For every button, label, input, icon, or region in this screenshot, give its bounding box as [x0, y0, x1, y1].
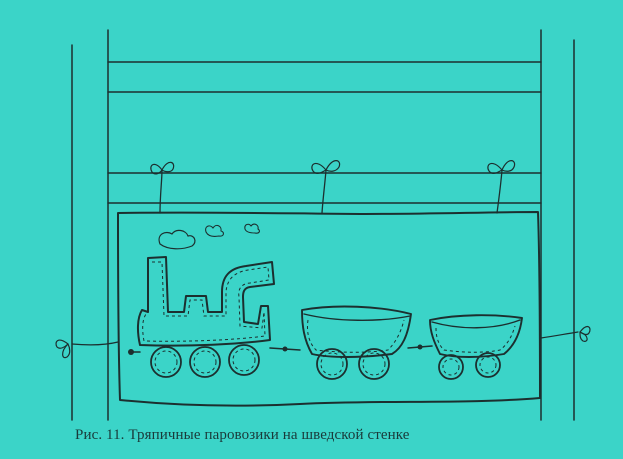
cloud-small-2 [244, 223, 260, 234]
locomotive-wheel-2 [189, 346, 221, 378]
wagon-2-body [429, 314, 523, 358]
bow-top-left [150, 161, 175, 214]
wagon-2-wheel-2 [475, 352, 501, 378]
bow-top-middle [311, 160, 341, 214]
fabric-panel [117, 211, 541, 407]
locomotive-body [136, 256, 275, 347]
wagon-1-rim [303, 313, 411, 321]
locomotive-wheel-3 [228, 344, 260, 376]
coupling-1-knob [282, 346, 288, 352]
wagon-2 [429, 314, 523, 380]
locomotive [128, 256, 275, 378]
clouds [158, 223, 260, 250]
wagon-2-rim [431, 319, 521, 329]
side-string-left [71, 341, 119, 346]
buffer-knob [128, 349, 134, 355]
figure-caption: Рис. 11. Тряпичные паровозики на шведско… [75, 427, 410, 443]
coupling-2-knob [417, 344, 423, 350]
wagon-1-wheel-1 [316, 348, 348, 380]
bow-side-left [55, 339, 71, 359]
bow-side-right [579, 326, 591, 342]
wagon-1-body [301, 305, 412, 358]
wagon-1-wheel-2 [358, 348, 390, 380]
wall-bars [71, 29, 575, 421]
side-bows [55, 326, 591, 359]
locomotive-wheel-1 [150, 346, 182, 378]
top-bows [150, 160, 516, 214]
locomotive-stitch [142, 261, 270, 342]
cloud-small-1 [205, 224, 224, 237]
wagon-2-wheel-1 [438, 354, 464, 380]
bow-top-right [487, 160, 516, 214]
side-string-right [540, 331, 579, 339]
cloud-large [158, 229, 196, 250]
wagon-1 [301, 305, 412, 380]
